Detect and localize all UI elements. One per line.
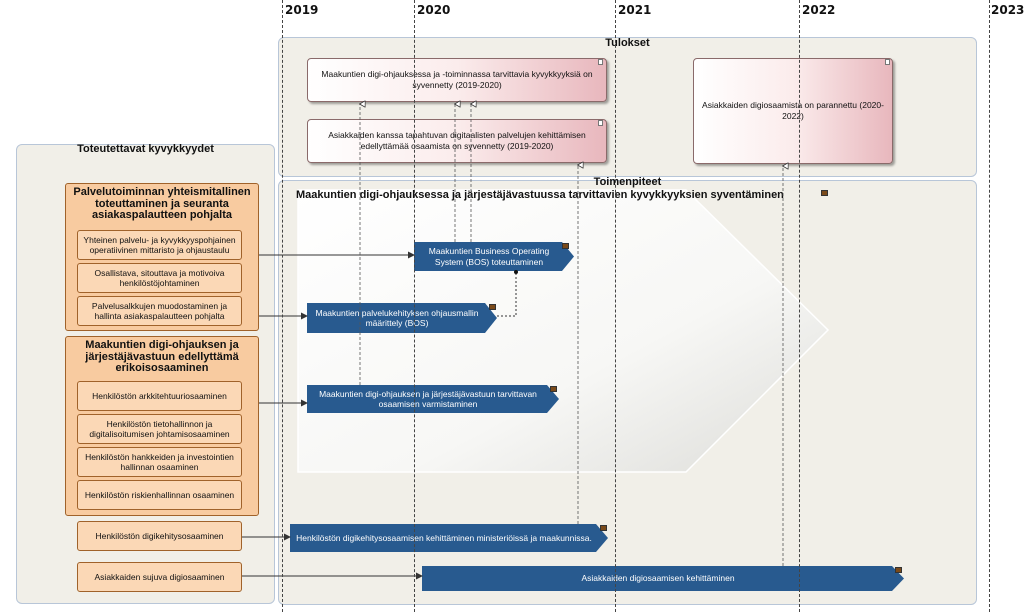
- year-label: 2023: [991, 3, 1024, 17]
- capability-item[interactable]: Henkilöstön digikehitysosaaminen: [77, 521, 242, 551]
- result-text: Asiakkaiden digiosaamista on parannettu …: [702, 100, 884, 121]
- action-label: Henkilöstön digikehitysosaamisen kehittä…: [296, 532, 592, 543]
- action-type-icon: [821, 190, 828, 196]
- year-gridline: [799, 0, 800, 612]
- result-text: Asiakkaiden kanssa tapahtuvan digitaalis…: [328, 130, 586, 151]
- capability-item[interactable]: Yhteinen palvelu- ja kyvykkyyspohjainen …: [77, 230, 242, 260]
- capability-item[interactable]: Palvelusalkkujen muodostaminen ja hallin…: [77, 296, 242, 326]
- year-gridline: [414, 0, 415, 612]
- action-type-icon: [550, 386, 557, 392]
- capability-item[interactable]: Henkilöstön hankkeiden ja investointien …: [77, 447, 242, 477]
- capability-item[interactable]: Osallistava, sitouttava ja motivoiva hen…: [77, 263, 242, 293]
- capability-item[interactable]: Henkilöstön arkkitehtuuriosaaminen: [77, 381, 242, 411]
- action-type-icon: [895, 567, 902, 573]
- action-type-icon: [489, 304, 496, 310]
- result-box-3[interactable]: Asiakkaiden digiosaamista on parannettu …: [693, 58, 893, 164]
- action-type-icon: [562, 243, 569, 249]
- capability-group-title: Palvelutoiminnan yhteismitallinen toteut…: [73, 186, 251, 222]
- action-label: Maakuntien palvelukehityksen ohjausmalli…: [315, 307, 479, 328]
- capability-item[interactable]: Asiakkaiden sujuva digiosaaminen: [77, 562, 242, 592]
- document-icon: [598, 120, 603, 126]
- capability-item[interactable]: Henkilöstön riskienhallinnan osaaminen: [77, 480, 242, 510]
- action-type-icon: [600, 525, 607, 531]
- document-icon: [885, 59, 890, 65]
- year-label: 2021: [618, 3, 652, 17]
- result-text: Maakuntien digi-ohjauksessa ja -toiminna…: [321, 69, 593, 90]
- year-gridline: [615, 0, 616, 612]
- action-label: Maakuntien digi-ohjauksen ja järjestäjäv…: [319, 388, 537, 409]
- capability-group-title: Maakuntien digi-ohjauksen ja järjestäjäv…: [85, 339, 239, 375]
- big-action-title: Maakuntien digi-ohjauksessa ja järjestäj…: [296, 189, 784, 201]
- action-bos-implementation[interactable]: Maakuntien Business Operating System (BO…: [414, 242, 574, 271]
- action-label: Maakuntien Business Operating System (BO…: [428, 246, 550, 267]
- capability-item[interactable]: Henkilöstön tietohallinnon ja digitaliso…: [77, 414, 242, 444]
- year-label: 2019: [285, 3, 319, 17]
- actions-panel-title: Toimenpiteet: [593, 176, 662, 188]
- result-box-2[interactable]: Asiakkaiden kanssa tapahtuvan digitaalis…: [307, 119, 607, 163]
- action-customer-digi-development[interactable]: Asiakkaiden digiosaamisen kehittäminen: [422, 566, 904, 591]
- capabilities-panel-title: Toteutettavat kyvykkyydet: [77, 143, 214, 155]
- action-label: Asiakkaiden digiosaamisen kehittäminen: [581, 573, 735, 584]
- action-service-dev-model[interactable]: Maakuntien palvelukehityksen ohjausmalli…: [307, 303, 497, 333]
- year-gridline: [989, 0, 990, 612]
- action-staff-digi-development[interactable]: Henkilöstön digikehitysosaamisen kehittä…: [290, 524, 608, 552]
- result-box-1[interactable]: Maakuntien digi-ohjauksessa ja -toiminna…: [307, 58, 607, 102]
- results-panel-title: Tulokset: [605, 37, 650, 49]
- document-icon: [598, 59, 603, 65]
- year-label: 2020: [417, 3, 451, 17]
- year-gridline: [282, 0, 283, 612]
- action-competence-ensuring[interactable]: Maakuntien digi-ohjauksen ja järjestäjäv…: [307, 385, 559, 413]
- year-label: 2022: [802, 3, 836, 17]
